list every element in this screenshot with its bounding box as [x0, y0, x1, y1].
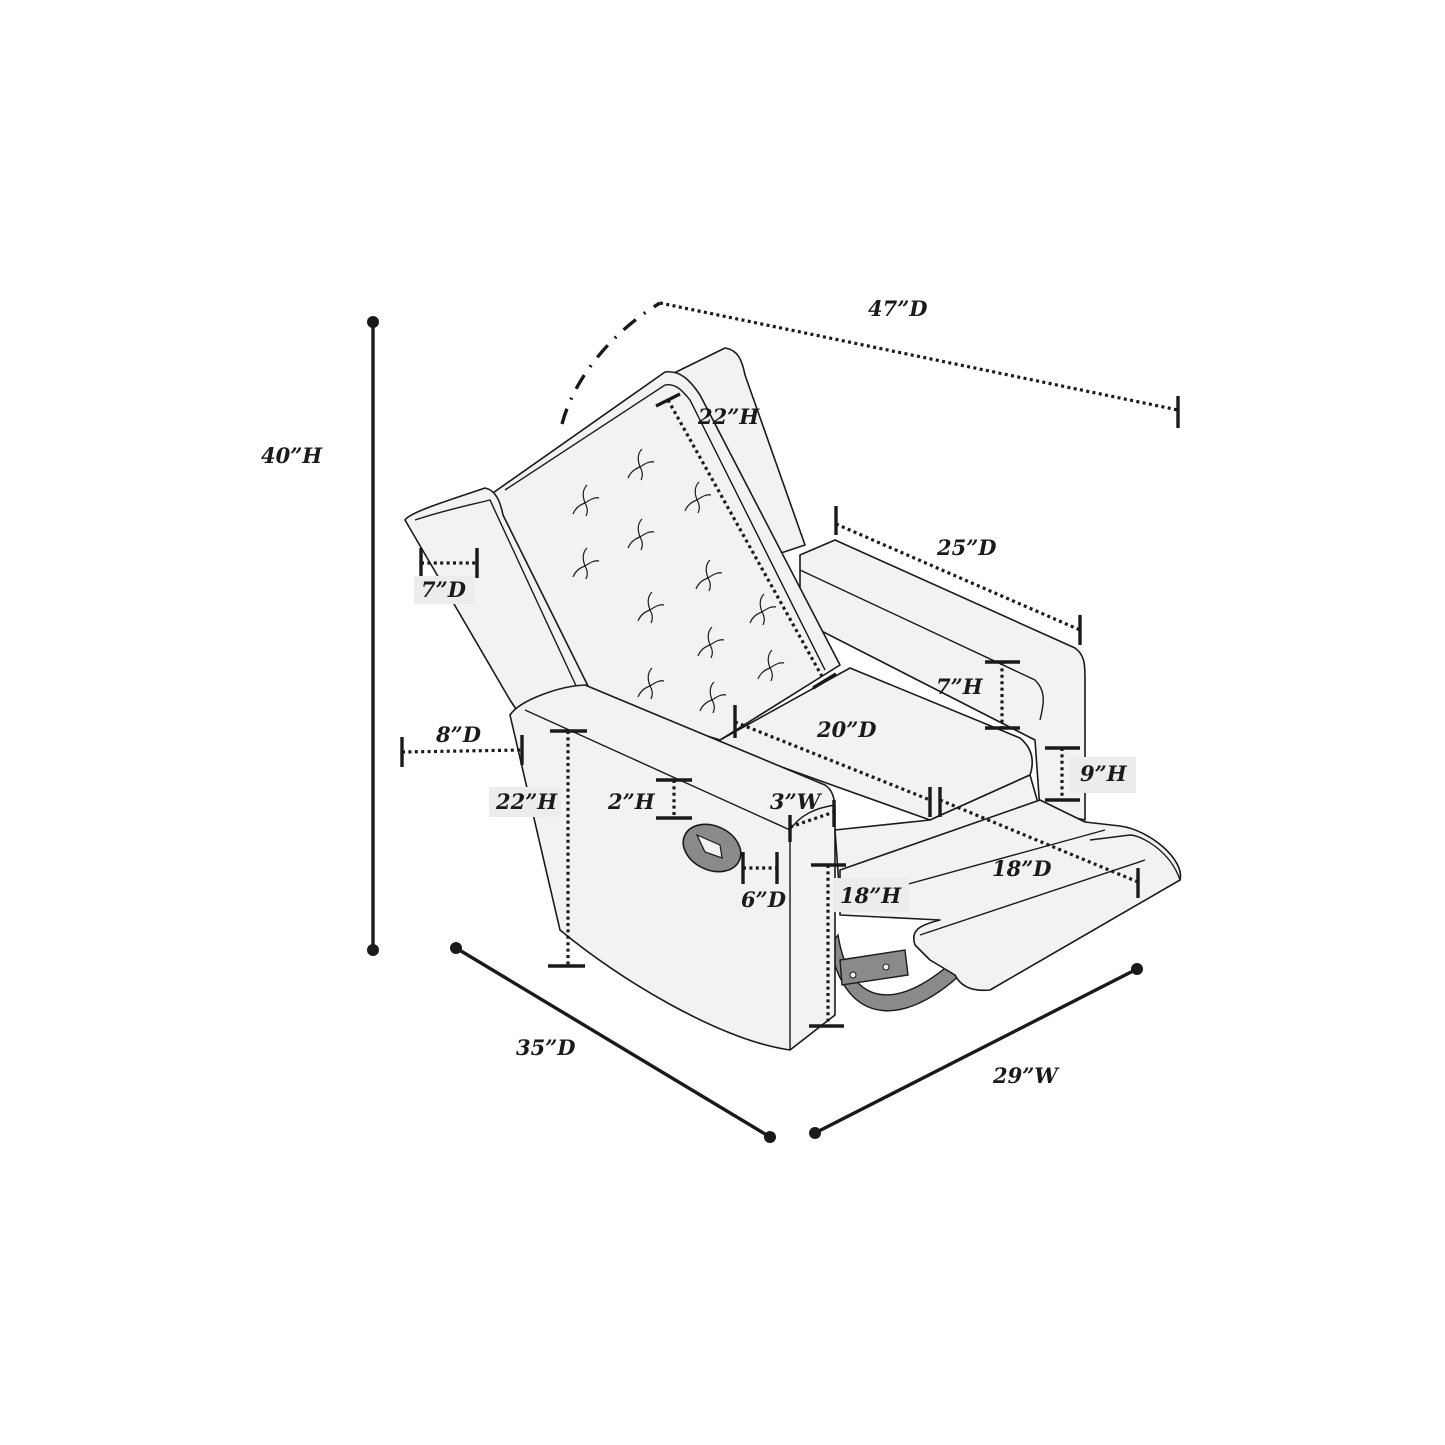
label-22h-back: 22”H — [697, 404, 760, 429]
label-2h: 2”H — [607, 789, 656, 814]
tuft-mark — [637, 591, 665, 624]
arm-top-depth-line — [834, 506, 1082, 645]
arm-width-line — [788, 800, 836, 842]
recliner-chair-illustration — [404, 347, 1182, 1051]
seat-height-line — [809, 863, 846, 1028]
label-35d: 35”D — [516, 1035, 576, 1060]
reclined-depth-line — [560, 301, 1180, 428]
label-9h: 9”H — [1080, 761, 1128, 786]
label-7d: 7”D — [421, 577, 467, 602]
tuft-mark — [684, 481, 712, 514]
label-18h: 18”H — [840, 883, 902, 908]
dimension-labels: 40”H 47”D 22”H 25”D 7”D 8”D 22”H 7”H 20”… — [261, 296, 1136, 1088]
wing-depth-line — [419, 548, 479, 578]
tuft-mark — [699, 681, 727, 714]
label-18d: 18”D — [992, 856, 1052, 881]
tuft-mark — [572, 547, 600, 580]
base-bracket — [839, 949, 909, 986]
label-3w: 3”W — [770, 789, 823, 814]
overall-height-line — [367, 316, 379, 956]
footrest-height-line — [1045, 746, 1080, 802]
tuft-mark — [695, 559, 723, 592]
base-depth-line — [450, 942, 776, 1143]
footrest-depth-line — [938, 787, 1140, 898]
right-arm — [799, 539, 1086, 821]
back-height-line — [655, 392, 837, 690]
arm-depth-line — [400, 735, 524, 767]
label-40h: 40”H — [261, 443, 323, 468]
tuft-mark — [627, 448, 655, 481]
release-handle — [682, 823, 742, 873]
tuft-mark — [572, 484, 600, 517]
label-29w: 29”W — [992, 1063, 1060, 1088]
backrest — [489, 370, 841, 741]
seat-depth-line — [733, 705, 932, 817]
seat-cushion-height-line — [985, 660, 1020, 730]
base-width-line — [809, 963, 1143, 1139]
footrest — [839, 799, 1182, 992]
handle-height-line — [656, 778, 692, 820]
handle-depth-line — [741, 852, 779, 884]
tuft-mark — [627, 518, 655, 551]
arm-height-line — [548, 729, 587, 968]
label-25d: 25”D — [936, 535, 997, 560]
back-tufting — [572, 448, 785, 714]
tuft-mark — [637, 667, 665, 700]
left-back-wing — [404, 487, 591, 716]
tuft-mark — [697, 626, 725, 659]
tuft-mark — [757, 649, 785, 682]
label-22h-arm: 22”H — [495, 789, 558, 814]
label-6d: 6”D — [741, 887, 787, 912]
label-47d: 47”D — [868, 296, 928, 321]
label-7h: 7”H — [936, 674, 984, 699]
label-8d: 8”D — [435, 722, 482, 747]
label-20d: 20”D — [816, 717, 877, 742]
tuft-mark — [749, 593, 777, 626]
